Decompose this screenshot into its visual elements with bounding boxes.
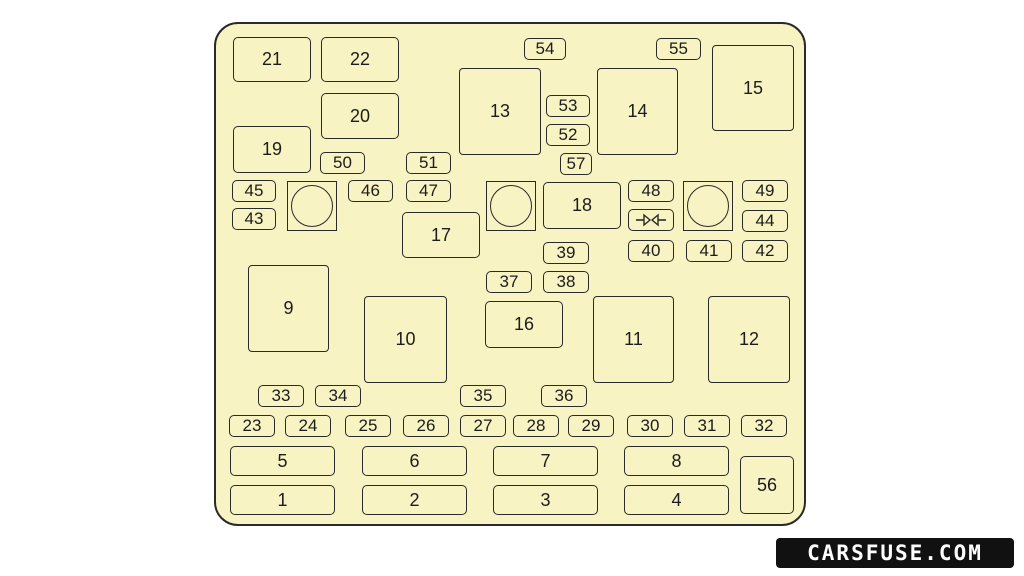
fuse-1: 1 bbox=[230, 485, 335, 515]
fuse-19: 19 bbox=[233, 126, 311, 173]
fuse-35: 35 bbox=[460, 385, 506, 407]
fuse-17: 17 bbox=[402, 212, 480, 258]
fuse-25: 25 bbox=[345, 415, 391, 437]
fuse-6: 6 bbox=[362, 446, 467, 476]
relay-socket-left bbox=[287, 181, 337, 231]
fuse-39: 39 bbox=[543, 242, 589, 264]
fuse-4: 4 bbox=[624, 485, 729, 515]
fuse-36: 36 bbox=[541, 385, 587, 407]
watermark-label: CARSFUSE.COM bbox=[776, 538, 1014, 568]
fuse-22: 22 bbox=[321, 37, 399, 82]
fuse-48: 48 bbox=[628, 180, 674, 202]
fuse-32: 32 bbox=[741, 415, 787, 437]
fuse-31: 31 bbox=[684, 415, 730, 437]
diode-slot bbox=[628, 209, 674, 231]
relay-socket-center bbox=[486, 181, 536, 231]
fuse-30: 30 bbox=[627, 415, 673, 437]
fuse-34: 34 bbox=[315, 385, 361, 407]
fuse-14: 14 bbox=[597, 68, 678, 155]
fuse-37: 37 bbox=[486, 271, 532, 293]
fuse-27: 27 bbox=[460, 415, 506, 437]
fuse-9: 9 bbox=[248, 265, 329, 352]
fuse-28: 28 bbox=[513, 415, 559, 437]
fuse-55: 55 bbox=[656, 38, 701, 60]
fuse-18: 18 bbox=[543, 182, 621, 229]
fuse-43: 43 bbox=[232, 208, 276, 230]
fuse-12: 12 bbox=[708, 296, 790, 383]
fuse-11: 11 bbox=[593, 296, 674, 383]
fuse-24: 24 bbox=[285, 415, 331, 437]
fuse-2: 2 bbox=[362, 485, 467, 515]
fuse-40: 40 bbox=[628, 240, 674, 262]
fuse-51: 51 bbox=[406, 152, 451, 174]
fuse-56: 56 bbox=[740, 456, 794, 514]
fuse-26: 26 bbox=[403, 415, 449, 437]
fuse-15: 15 bbox=[712, 45, 794, 131]
fuse-46: 46 bbox=[348, 180, 393, 202]
fuse-33: 33 bbox=[258, 385, 304, 407]
fuse-23: 23 bbox=[229, 415, 275, 437]
fuse-7: 7 bbox=[493, 446, 598, 476]
fuse-20: 20 bbox=[321, 93, 399, 139]
fuse-29: 29 bbox=[568, 415, 614, 437]
fuse-53: 53 bbox=[546, 95, 590, 117]
fuse-47: 47 bbox=[406, 180, 451, 202]
fuse-21: 21 bbox=[233, 37, 311, 82]
fuse-38: 38 bbox=[543, 271, 589, 293]
fuse-10: 10 bbox=[364, 296, 447, 383]
fuse-50: 50 bbox=[320, 152, 365, 174]
fuse-45: 45 bbox=[232, 180, 276, 202]
fuse-54: 54 bbox=[524, 38, 566, 60]
fuse-52: 52 bbox=[546, 124, 590, 146]
fuse-44: 44 bbox=[742, 210, 788, 232]
fuse-49: 49 bbox=[742, 180, 788, 202]
fuse-5: 5 bbox=[230, 446, 335, 476]
fuse-42: 42 bbox=[742, 240, 788, 262]
fuse-8: 8 bbox=[624, 446, 729, 476]
relay-socket-right bbox=[683, 181, 733, 231]
fuse-57: 57 bbox=[560, 153, 592, 175]
fuse-16: 16 bbox=[485, 301, 563, 348]
diode-icon bbox=[636, 213, 666, 227]
fuse-13: 13 bbox=[459, 68, 541, 155]
fuse-3: 3 bbox=[493, 485, 598, 515]
fuse-41: 41 bbox=[686, 240, 732, 262]
